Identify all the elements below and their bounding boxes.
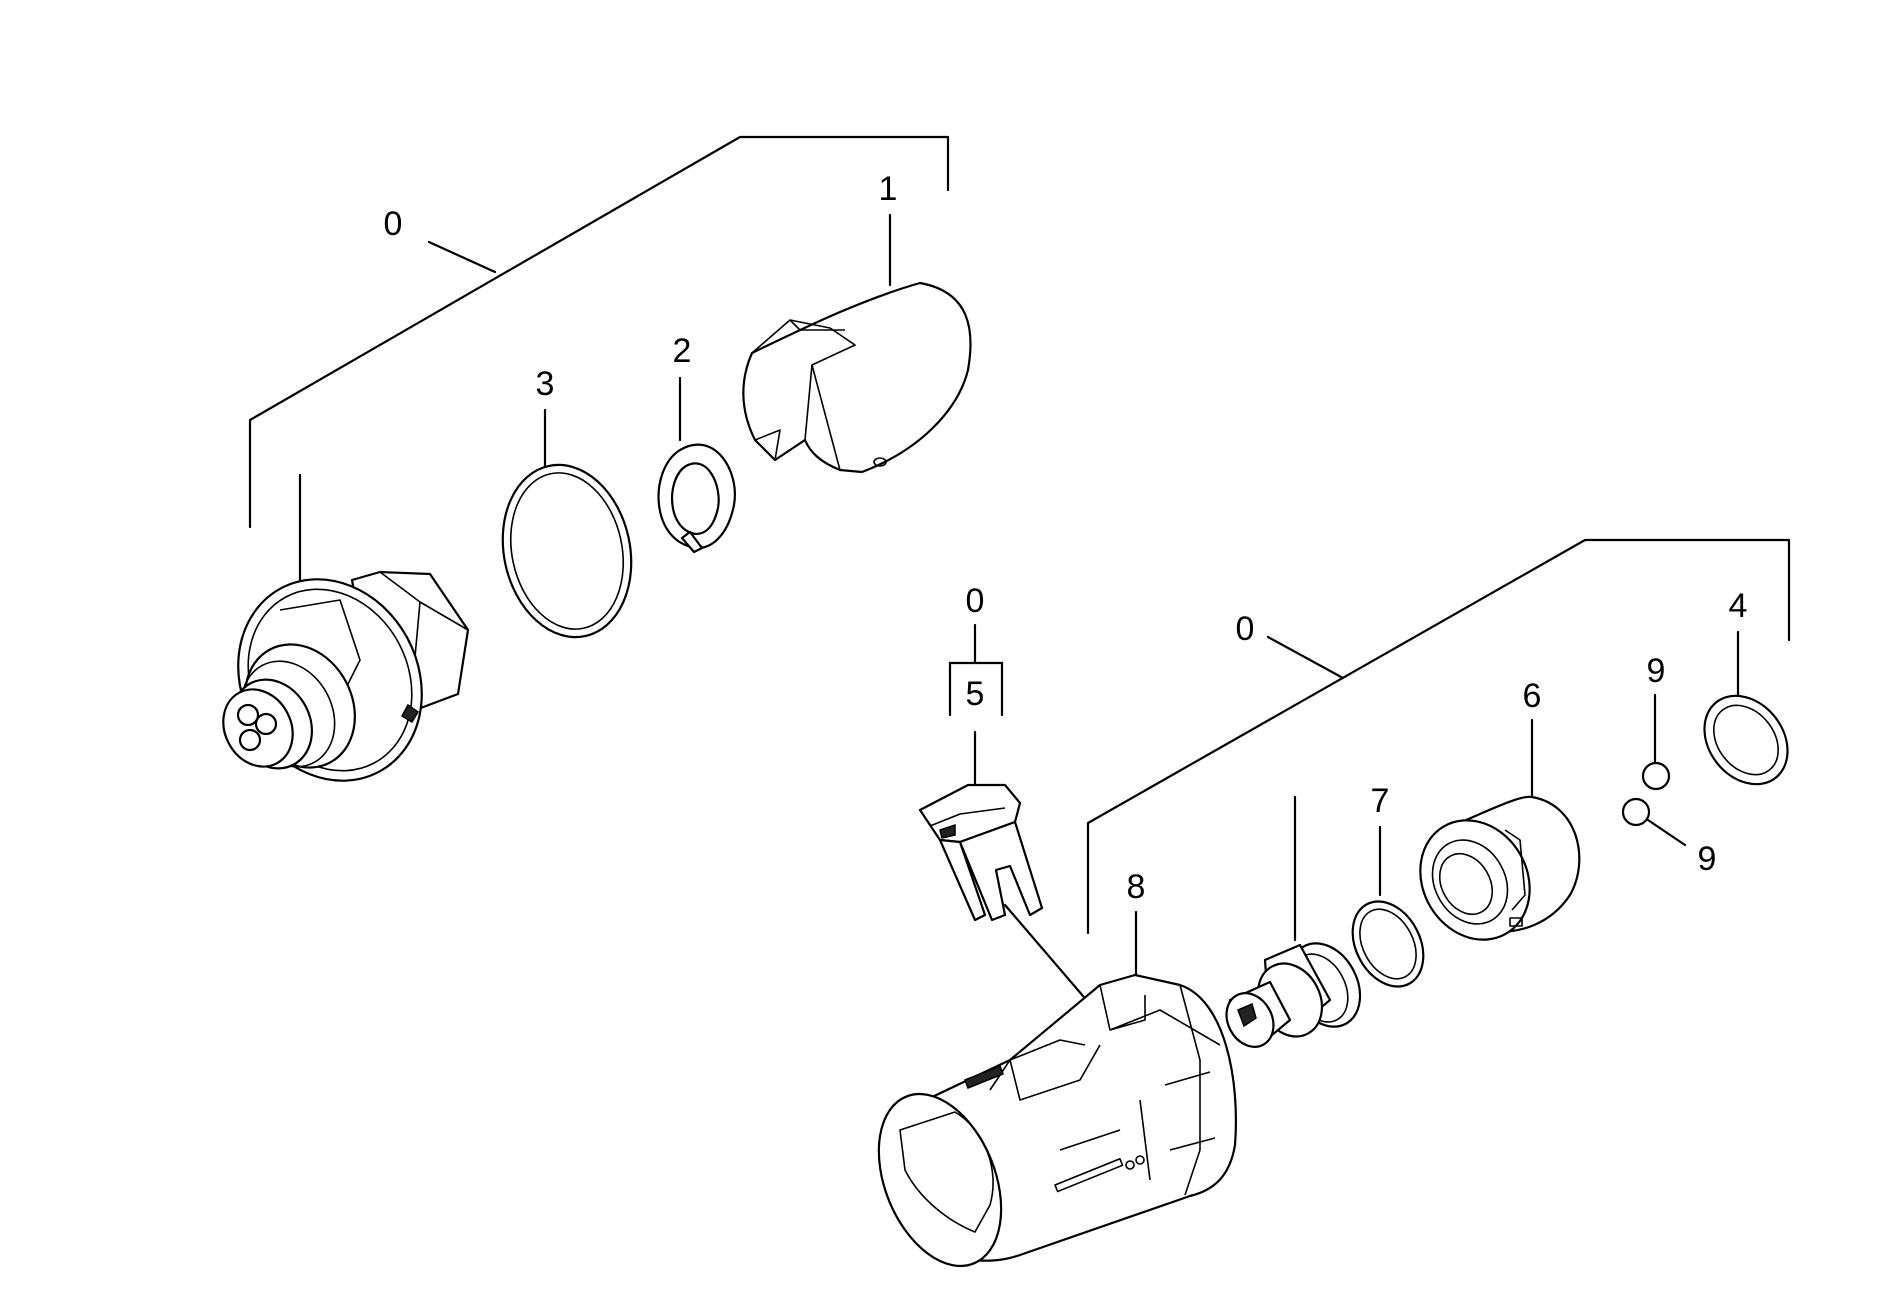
nozzle-insert	[1225, 795, 1362, 1048]
clip-leader-line	[1003, 903, 1097, 1012]
callout-part-8: 8	[1127, 868, 1146, 906]
o-ring-part-3	[501, 408, 633, 639]
callout-part-1: 1	[879, 170, 898, 208]
sleeve-part-6	[1419, 718, 1581, 941]
ball-part-9-bottom	[1621, 797, 1687, 847]
lower-assembly-bracket	[1086, 538, 1791, 935]
callout-part-6: 6	[1523, 677, 1542, 715]
callout-clip-assembly: 0	[966, 582, 985, 620]
clip-part-5	[918, 783, 1044, 922]
callout-part-9-top: 9	[1647, 652, 1666, 690]
upper-assembly-bracket	[248, 135, 950, 529]
hole	[238, 728, 262, 752]
hole	[236, 703, 260, 727]
ring-part-4	[1703, 630, 1789, 786]
ball-part-9-top	[1641, 693, 1671, 791]
callout-part-7: 7	[1371, 782, 1390, 820]
callout-upper-assembly: 0	[384, 205, 403, 243]
callout-part-9-bottom: 9	[1698, 840, 1717, 878]
clip-assembly-bracket	[948, 623, 1004, 787]
nozzle-housing-with-hex	[222, 473, 470, 782]
housing-part-8	[877, 910, 1237, 1268]
o-ring-part-7	[1351, 825, 1425, 988]
callout-part-3: 3	[536, 365, 555, 403]
hole	[254, 712, 278, 736]
callout-part-5: 5	[966, 675, 985, 713]
callout-lower-assembly: 0	[1236, 610, 1255, 648]
callout-part-4: 4	[1729, 587, 1748, 625]
callout-part-2: 2	[673, 332, 692, 370]
cap-part-1	[742, 213, 972, 474]
retaining-ring-part-2	[657, 376, 736, 554]
